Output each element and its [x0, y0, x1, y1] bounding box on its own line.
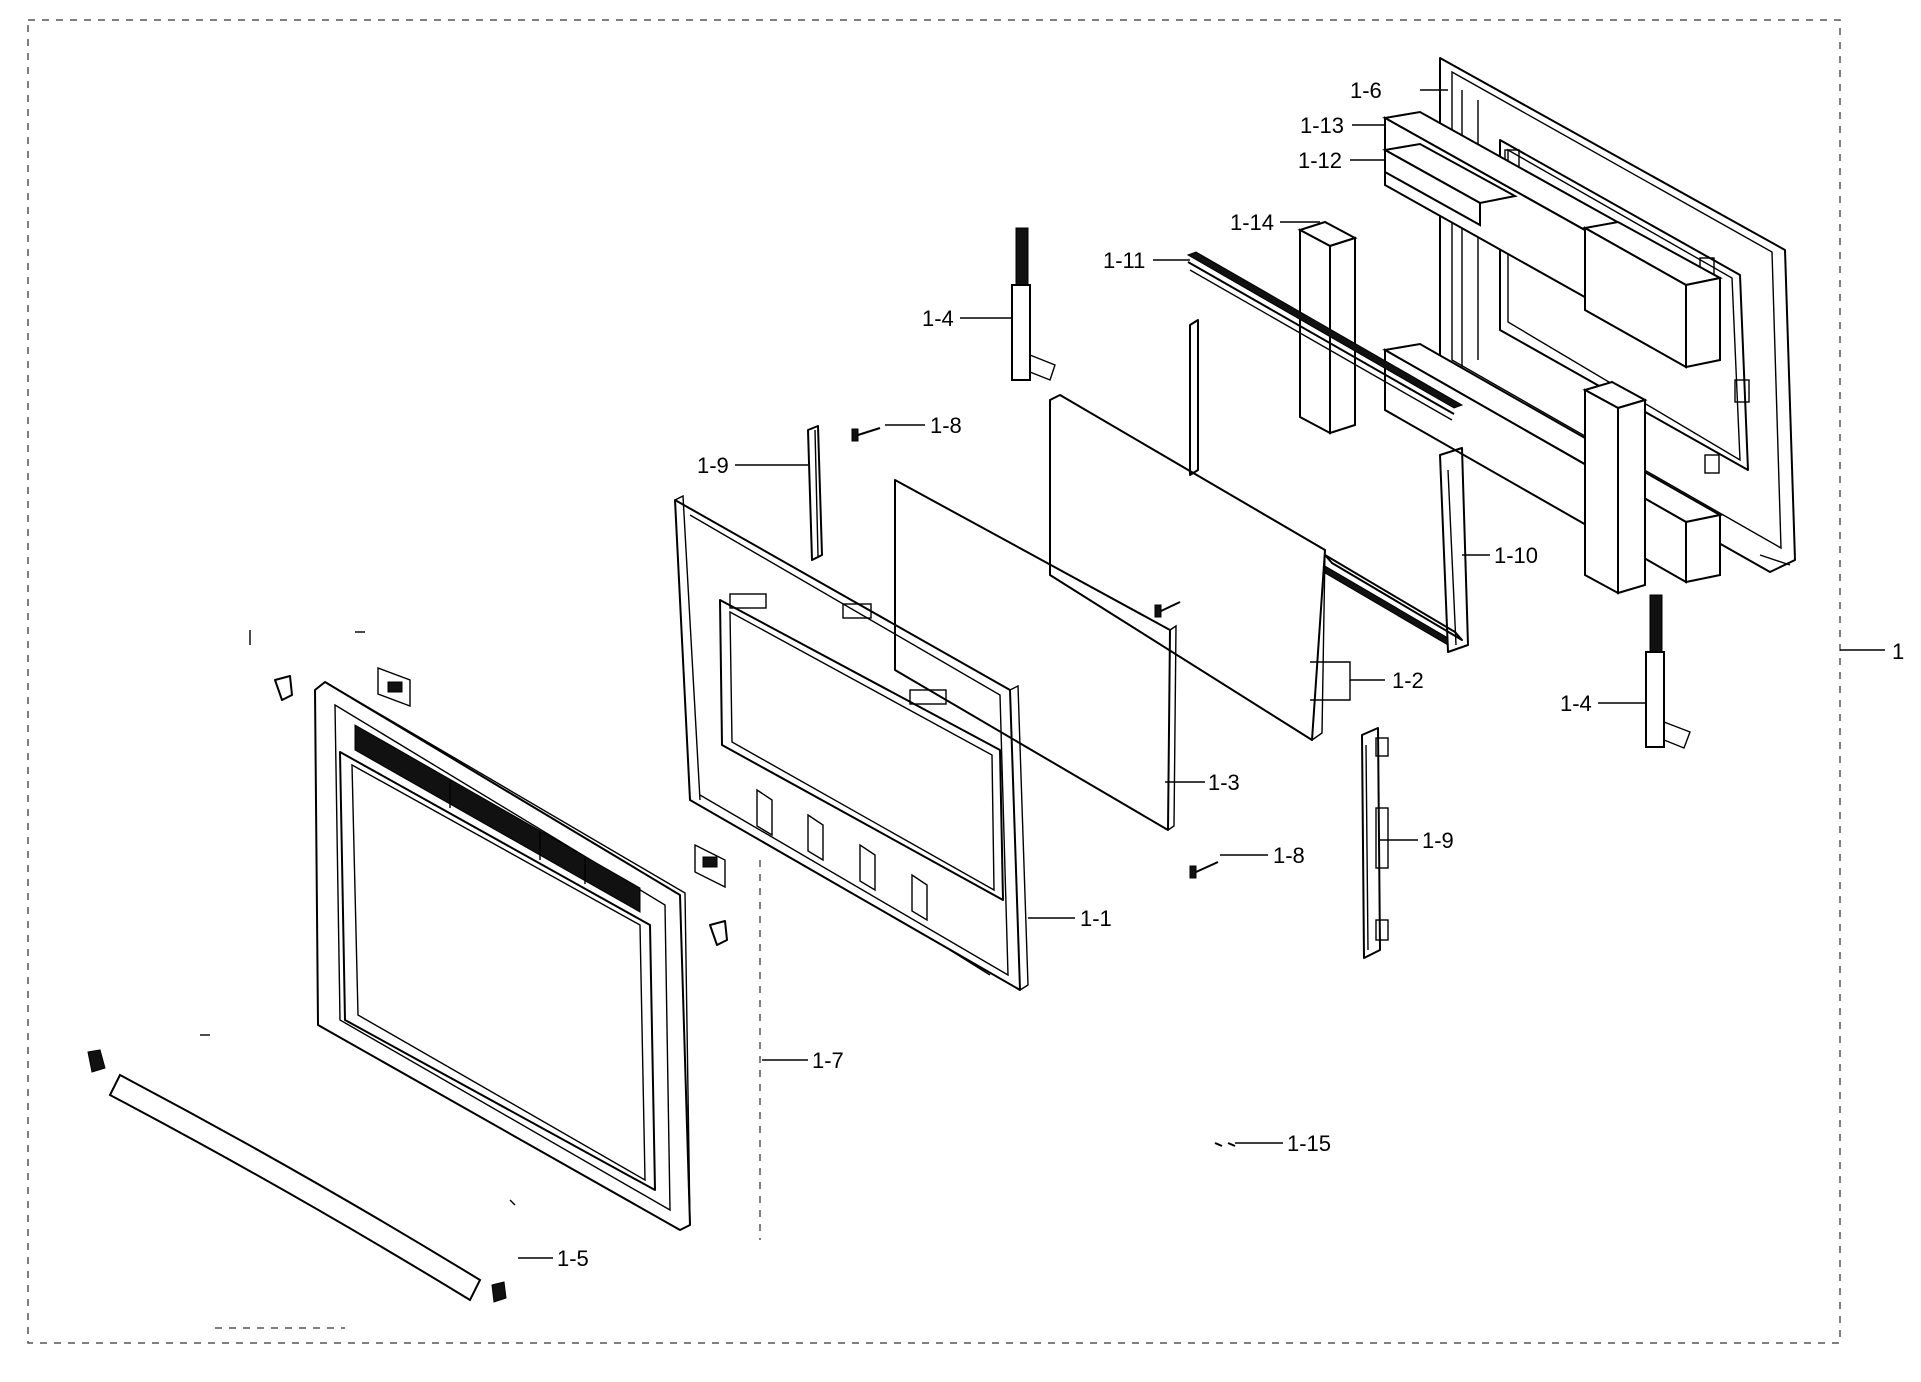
callout-1-12: 1-12	[1298, 148, 1342, 173]
part-1-14-block-left	[1297, 220, 1358, 435]
part-1-7-handle-mounts	[274, 666, 761, 1240]
part-1-9-bracket-right	[1361, 727, 1389, 959]
part-1-14-block-right	[1582, 380, 1648, 595]
callout-1-4-upper: 1-4	[922, 306, 954, 331]
callout-1-7: 1-7	[812, 1048, 844, 1073]
part-1-8-screw-upper	[851, 427, 881, 442]
callout-1-5: 1-5	[557, 1246, 589, 1271]
part-1-5-handle	[87, 1049, 507, 1303]
callout-1-4-lower: 1-4	[1560, 691, 1592, 716]
part-1-4-hinge-lower	[1645, 594, 1691, 749]
scan-marks	[200, 630, 516, 1329]
part-1-15-screws	[1214, 1142, 1236, 1147]
part-1-9-bracket-left	[807, 425, 823, 561]
callout-1-2: 1-2	[1392, 668, 1424, 693]
callout-1-1: 1-1	[1080, 906, 1112, 931]
part-1-8-screw-lower	[1189, 861, 1219, 879]
callout-1-11: 1-11	[1103, 248, 1145, 273]
callout-1-14: 1-14	[1230, 210, 1274, 235]
part-1-4-hinge-upper	[1011, 227, 1056, 381]
part-1-3-glass	[894, 479, 1177, 831]
callout-1-10: 1-10	[1494, 543, 1538, 568]
assembly-label-1: 1	[1892, 639, 1904, 664]
callout-1-8-lower: 1-8	[1273, 843, 1305, 868]
leader-lines	[518, 89, 1885, 1259]
callout-1-8-upper: 1-8	[930, 413, 962, 438]
part-1-11-channel	[1186, 251, 1464, 421]
callout-1-15: 1-15	[1287, 1131, 1331, 1156]
callout-1-9-upper: 1-9	[697, 453, 729, 478]
callout-1-13: 1-13	[1300, 113, 1344, 138]
callout-1-9-lower: 1-9	[1422, 828, 1454, 853]
callout-1-3: 1-3	[1208, 770, 1240, 795]
part-1-2-glass	[1049, 394, 1326, 741]
callout-labels: 1-6 1-13 1-12 1-14 1-11 1-4 1-8 1-9 1-10…	[557, 78, 1904, 1271]
part-1-7-outer-door	[314, 681, 691, 1231]
part-1-12-insulation	[1382, 142, 1723, 369]
part-1-1-inner-panel	[674, 494, 1029, 991]
part-insulation-strip	[1382, 342, 1723, 584]
callout-1-6: 1-6	[1350, 78, 1382, 103]
part-1-8-screw-center	[1154, 601, 1181, 618]
